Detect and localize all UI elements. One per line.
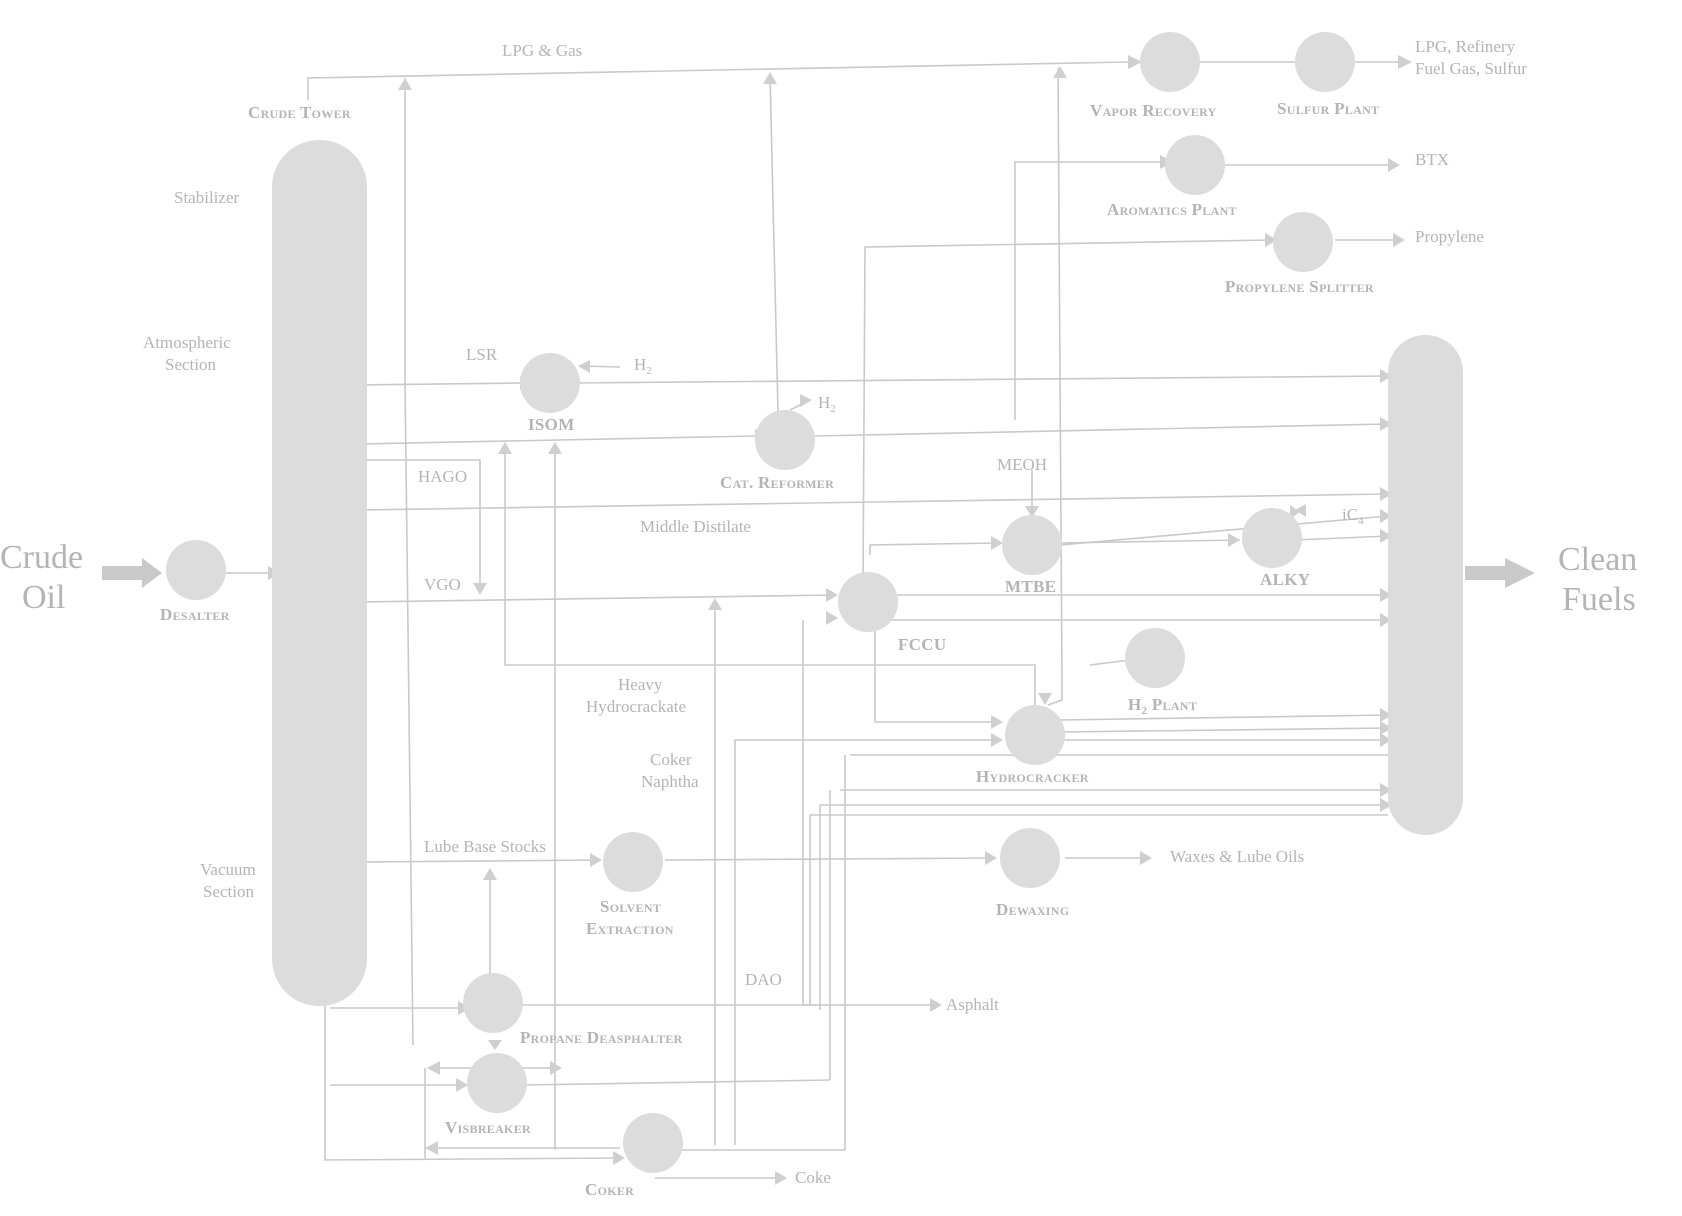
aromatics-plant-label: Aromatics Plant: [1107, 200, 1237, 219]
sulfur-plant-node: [1295, 32, 1355, 92]
h2-isom-label: H2: [634, 355, 652, 377]
solvent-extraction-label: Solvent: [600, 897, 661, 916]
crude-inlet-arrow: [102, 558, 162, 588]
lpg-refinery-label: LPG, Refinery: [1415, 37, 1516, 56]
desalter-node: [166, 540, 226, 600]
vapor-recovery-node: [1140, 32, 1200, 92]
mtbe-label: MTBE: [1005, 577, 1056, 596]
lpg-gas-label: LPG & Gas: [502, 41, 582, 60]
propylene-label: Propylene: [1415, 227, 1484, 246]
ic4-label: iC4: [1342, 505, 1364, 527]
atmospheric-section-label: Atmospheric: [143, 333, 231, 352]
coker-label: Coker: [585, 1180, 634, 1199]
dewaxing-label: Dewaxing: [996, 900, 1069, 919]
coker-naphtha-label: Coker: [650, 750, 692, 769]
stabilizer-label: Stabilizer: [174, 188, 239, 207]
lpg-refinery-label-line2: Fuel Gas, Sulfur: [1415, 59, 1527, 78]
propane-deasphalter-node: [463, 973, 523, 1033]
isom-label: ISOM: [528, 415, 575, 434]
h2-plant-label: H2 Plant: [1128, 695, 1197, 717]
coke-label: Coke: [795, 1168, 831, 1187]
alky-node: [1242, 508, 1302, 568]
asphalt-label: Asphalt: [946, 995, 999, 1014]
middle-distillate-label: Middle Distilate: [640, 517, 751, 536]
cat-reformer-label: Cat. Reformer: [720, 473, 834, 492]
hydrocracker-label: Hydrocracker: [976, 767, 1089, 786]
crude-oil-label-line2: Oil: [22, 579, 65, 616]
dewaxing-node: [1000, 828, 1060, 888]
mtbe-node: [1002, 515, 1062, 575]
waxes-lube-oils-label: Waxes & Lube Oils: [1170, 847, 1304, 866]
fccu-label: FCCU: [898, 635, 946, 654]
aromatics-plant-node: [1165, 135, 1225, 195]
clean-fuels-label: Clean: [1558, 541, 1637, 578]
sulfur-plant-label: Sulfur Plant: [1277, 99, 1379, 118]
dao-label: DAO: [745, 970, 782, 989]
vapor-recovery-label: Vapor Recovery: [1090, 101, 1217, 120]
visbreaker-node: [467, 1053, 527, 1113]
lsr-label: LSR: [466, 345, 498, 364]
solvent-extraction-label-line2: Extraction: [586, 919, 674, 938]
alky-label: ALKY: [1260, 570, 1310, 589]
crude-tower-label: Crude Tower: [248, 103, 351, 122]
hydrocracker-node: [1005, 705, 1065, 765]
propylene-splitter-label: Propylene Splitter: [1225, 277, 1374, 296]
vgo-label: VGO: [424, 575, 461, 594]
visbreaker-label: Visbreaker: [445, 1118, 531, 1137]
h2-plant-node: [1125, 628, 1185, 688]
vacuum-section-label: Vacuum: [200, 860, 256, 879]
coker-naphtha-label-line2: Naphtha: [641, 772, 699, 791]
heavy-hydrocrackate-label-line2: Hydrocrackate: [586, 697, 686, 716]
desalter-label: Desalter: [160, 605, 230, 624]
cat-reformer-node: [755, 410, 815, 470]
coker-node: [623, 1113, 683, 1173]
flow-lines: [226, 61, 1405, 1179]
crude-oil-label: Crude: [0, 539, 83, 576]
hago-label: HAGO: [418, 467, 467, 486]
clean-fuels-pool: [1388, 335, 1463, 835]
solvent-extraction-node: [603, 832, 663, 892]
propylene-splitter-node: [1273, 212, 1333, 272]
btx-label: BTX: [1415, 150, 1449, 169]
fccu-node: [838, 572, 898, 632]
isom-node: [520, 353, 580, 413]
clean-fuels-outlet-arrow: [1465, 558, 1535, 588]
clean-fuels-label-line2: Fuels: [1562, 581, 1636, 618]
propane-deasphalter-label: Propane Deasphalter: [520, 1028, 683, 1047]
meoh-label: MEOH: [997, 455, 1047, 474]
heavy-hydrocrackate-label: Heavy: [618, 675, 663, 694]
vacuum-section-label-line2: Section: [203, 882, 254, 901]
atmospheric-section-label-line2: Section: [165, 355, 216, 374]
lube-base-stocks-label: Lube Base Stocks: [424, 837, 546, 856]
crude-tower-column: [272, 140, 367, 1006]
h2-reformer-label: H2: [818, 393, 836, 415]
